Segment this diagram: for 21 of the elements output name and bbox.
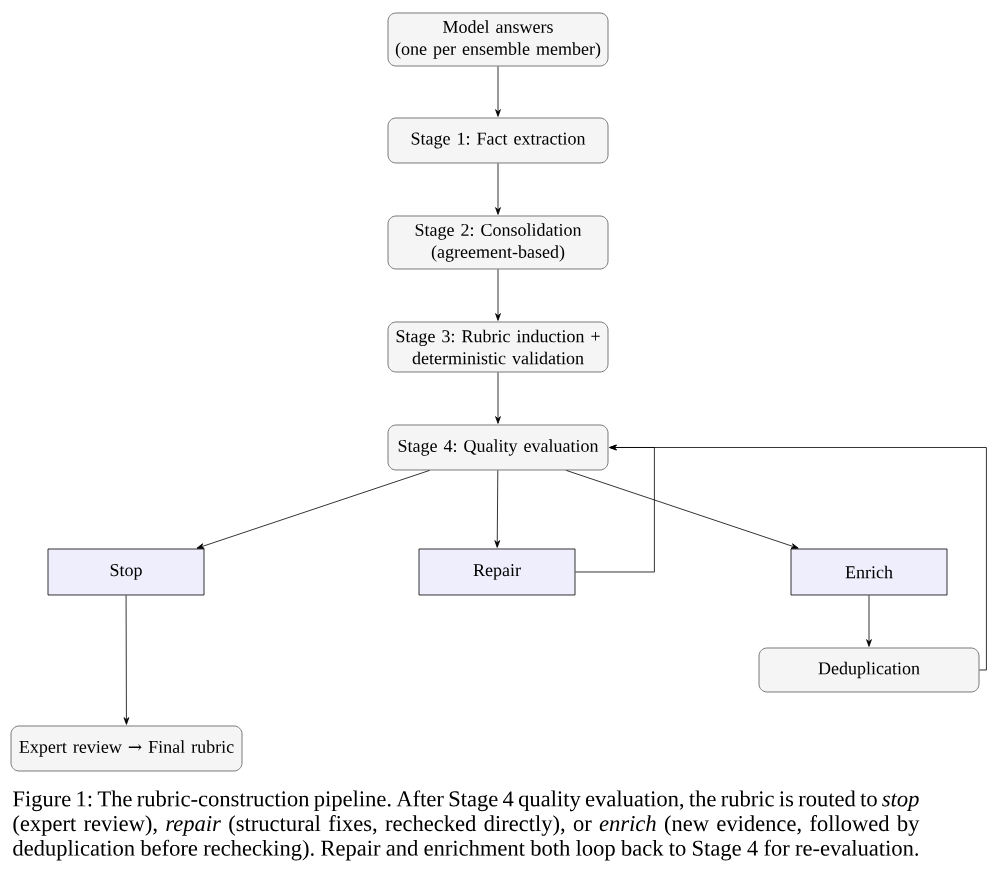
arrow bbox=[565, 470, 799, 549]
stage-box: Expert review → Final rubric bbox=[10, 725, 243, 772]
stage-box: Deduplication bbox=[758, 647, 980, 693]
stage-box: Stage 4: Quality evaluation bbox=[387, 424, 609, 471]
arrow bbox=[495, 269, 501, 321]
arrow bbox=[495, 163, 501, 215]
arrow bbox=[196, 470, 430, 549]
arrow bbox=[495, 372, 501, 424]
arrow bbox=[609, 444, 987, 671]
arrow bbox=[866, 595, 872, 647]
arrow bbox=[494, 470, 501, 548]
figure-caption: Figure 1: The rubric-construction pipeline. After Stage 4 quality evaluation, the rubric is routed to stop (expert review), repair (structural fixes, rechecked directly), or enrich (new evidence, followed by deduplication before rechecking). Repair and enrichment both loop back to Stage 4 for re-evaluation. bbox=[13, 790, 920, 861]
stage-box: Stage 2: Consolidation (agreement-based) bbox=[387, 215, 609, 270]
outcome-box: Repair bbox=[418, 548, 576, 596]
arrow bbox=[123, 595, 130, 725]
stage-box: Model answers (one per ensemble member) bbox=[387, 12, 609, 67]
stage-box: Stage 3: Rubric induction + deterministic validation bbox=[387, 321, 609, 373]
outcome-box: Enrich bbox=[790, 548, 948, 596]
stage-box: Stage 1: Fact extraction bbox=[387, 117, 609, 164]
outcome-box: Stop bbox=[47, 548, 205, 596]
arrow bbox=[495, 66, 501, 117]
